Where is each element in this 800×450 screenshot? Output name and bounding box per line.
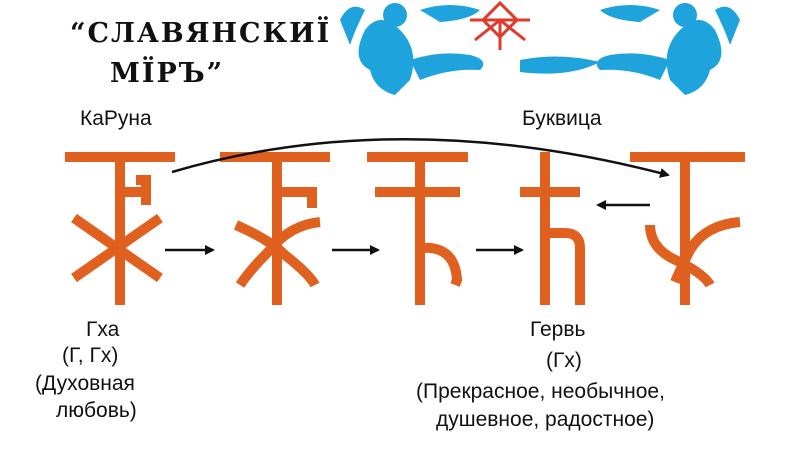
left-caption-4: любовь) bbox=[56, 399, 137, 422]
right-caption-1: Гервь bbox=[530, 318, 585, 341]
right-caption-4: душевное, радостное) bbox=[436, 408, 654, 431]
glyph-gha-bukvitsa bbox=[630, 152, 745, 305]
title-line-1: “СЛАВЯНСКИЇ bbox=[70, 15, 331, 49]
left-caption-3: (Духовная bbox=[35, 372, 135, 395]
ornament-sirin-right bbox=[520, 3, 740, 95]
bukvitsa-heading: Буквица bbox=[522, 107, 602, 130]
karuna-heading: КаРуна bbox=[80, 107, 152, 130]
glyph-gha-karuna bbox=[65, 152, 175, 305]
sun-icon bbox=[470, 0, 530, 50]
curved-arrow bbox=[171, 137, 670, 178]
ornament-sirin-left bbox=[340, 3, 484, 95]
left-caption-2: (Г, Гх) bbox=[62, 344, 118, 367]
right-caption-3: (Прекрасное, необычное, bbox=[416, 380, 665, 403]
glyph-stage-2 bbox=[220, 152, 330, 305]
title-line-2: МЇРЪ” bbox=[110, 55, 224, 89]
right-caption-2: (Гх) bbox=[546, 349, 582, 372]
glyph-gerv bbox=[520, 152, 585, 305]
left-caption-1: Гха bbox=[86, 318, 120, 341]
glyph-stage-3 bbox=[367, 152, 468, 305]
